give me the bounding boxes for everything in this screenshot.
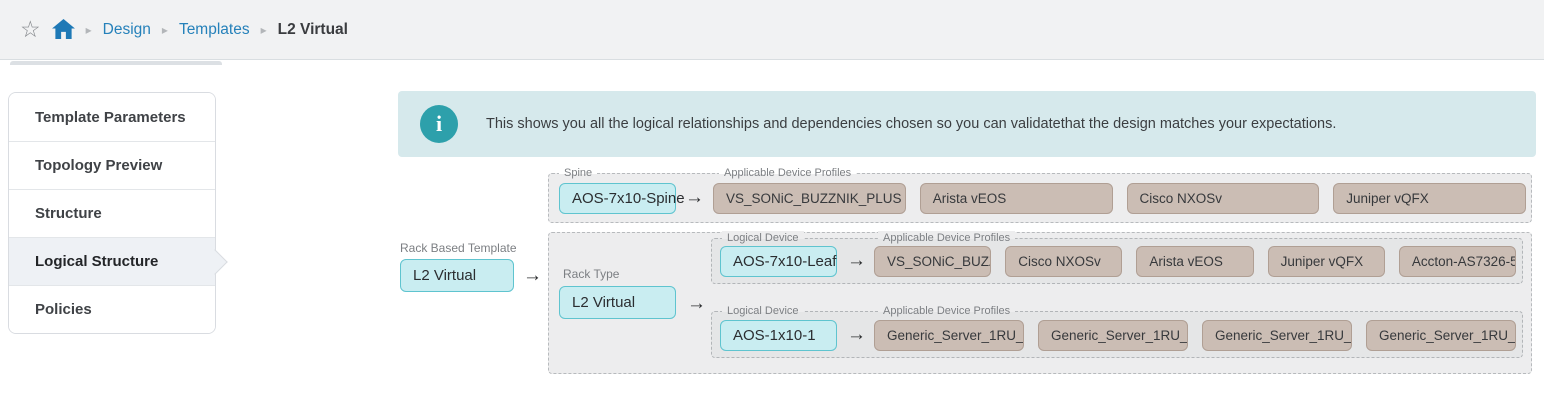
device-profile[interactable]: Generic_Server_1RU_1x1... [1366,320,1516,351]
rack-based-template-box[interactable]: L2 Virtual [400,259,514,292]
breadcrumb-chevron-icon: ▸ [161,22,168,37]
device-profile[interactable]: Juniper vQFX [1267,246,1385,277]
breadcrumb-chevron-icon: ▸ [260,22,267,37]
logical-device-legend: Logical Device [722,231,804,246]
device-profile[interactable]: Cisco NXOSv [1126,183,1320,214]
arrow-icon: → [523,265,542,286]
device-profile[interactable]: Generic_Server_1RU_1x1... [874,320,1024,351]
sidebar-item-label: Template Parameters [35,108,186,126]
breadcrumb-current-page: L2 Virtual [277,20,348,38]
device-profiles: Generic_Server_1RU_1x1... Generic_Server… [874,320,1516,351]
breadcrumb-link-design[interactable]: Design [102,20,151,38]
logical-device-legend: Logical Device [722,304,804,319]
sidebar-item-template-parameters[interactable]: Template Parameters [9,93,215,141]
spine-logical-device[interactable]: AOS-7x10-Spine [559,183,685,214]
sidebar-item-policies[interactable]: Policies [9,285,215,333]
rack-type-box[interactable]: L2 Virtual [559,286,676,319]
favorite-star-icon[interactable]: ☆ [20,16,41,42]
device-profile[interactable]: VS_SONiC_BUZZNIK_PLUS [713,183,906,214]
device-profile[interactable]: Cisco NXOSv [1005,246,1123,277]
rack-based-template-label: Rack Based Template [400,241,517,255]
device-profile[interactable]: Accton-AS7326-5... [1398,246,1517,277]
sidebar-item-label: Policies [35,301,92,318]
arrow-icon: → [687,293,706,314]
sidebar-item-structure[interactable]: Structure [9,189,215,237]
device-profile[interactable]: Arista vEOS [1136,246,1254,277]
sidebar-item-label: Logical Structure [35,253,159,270]
info-icon: i [420,105,458,143]
breadcrumb-bar: ☆ ▸ Design ▸ Templates ▸ L2 Virtual [0,0,1544,60]
logical-device-box[interactable]: AOS-7x10-Leaf [720,246,837,277]
profiles-legend: Applicable Device Profiles [878,231,1016,246]
device-profile[interactable]: Generic_Server_1RU_1x1... [1038,320,1188,351]
arrow-icon: → [685,187,704,208]
sidebar-item-label: Topology Preview [35,157,163,174]
info-banner: i This shows you all the logical relatio… [398,91,1536,157]
rack-group: Rack Type L2 Virtual → Logical Device AO… [548,231,1532,374]
spine-legend: Spine [559,166,598,181]
breadcrumb-chevron-icon: ▸ [85,22,92,37]
arrow-icon: → [847,250,866,271]
logical-device-box[interactable]: AOS-1x10-1 [720,320,837,351]
home-icon[interactable] [51,19,75,40]
rack-type-label: Rack Type [563,267,620,281]
scrolled-panel-edge [10,61,222,65]
sidebar-item-logical-structure[interactable]: Logical Structure [9,237,215,285]
spine-profiles: VS_SONiC_BUZZNIK_PLUS Arista vEOS Cisco … [713,183,1526,214]
device-profile[interactable]: Juniper vQFX [1333,183,1526,214]
sidebar-menu: Template Parameters Topology Preview Str… [8,92,216,334]
logical-device-group: Logical Device AOS-7x10-Leaf → Applicabl… [711,231,1523,284]
arrow-icon: → [847,324,866,345]
spine-profiles-legend: Applicable Device Profiles [719,166,857,181]
logical-device-group: Logical Device AOS-1x10-1 → Applicable D… [711,304,1523,358]
sidebar-item-label: Structure [35,205,102,222]
spine-group: Spine AOS-7x10-Spine → Applicable Device… [548,166,1532,223]
breadcrumb-link-templates[interactable]: Templates [178,20,250,38]
device-profile[interactable]: Arista vEOS [919,183,1113,214]
sidebar-item-topology-preview[interactable]: Topology Preview [9,141,215,189]
profiles-legend: Applicable Device Profiles [878,304,1016,319]
device-profiles: VS_SONiC_BUZZ... Cisco NXOSv Arista vEOS… [874,246,1517,277]
info-banner-text: This shows you all the logical relations… [486,116,1337,132]
device-profile[interactable]: Generic_Server_1RU_1x1... [1202,320,1352,351]
device-profile[interactable]: VS_SONiC_BUZZ... [874,246,992,277]
